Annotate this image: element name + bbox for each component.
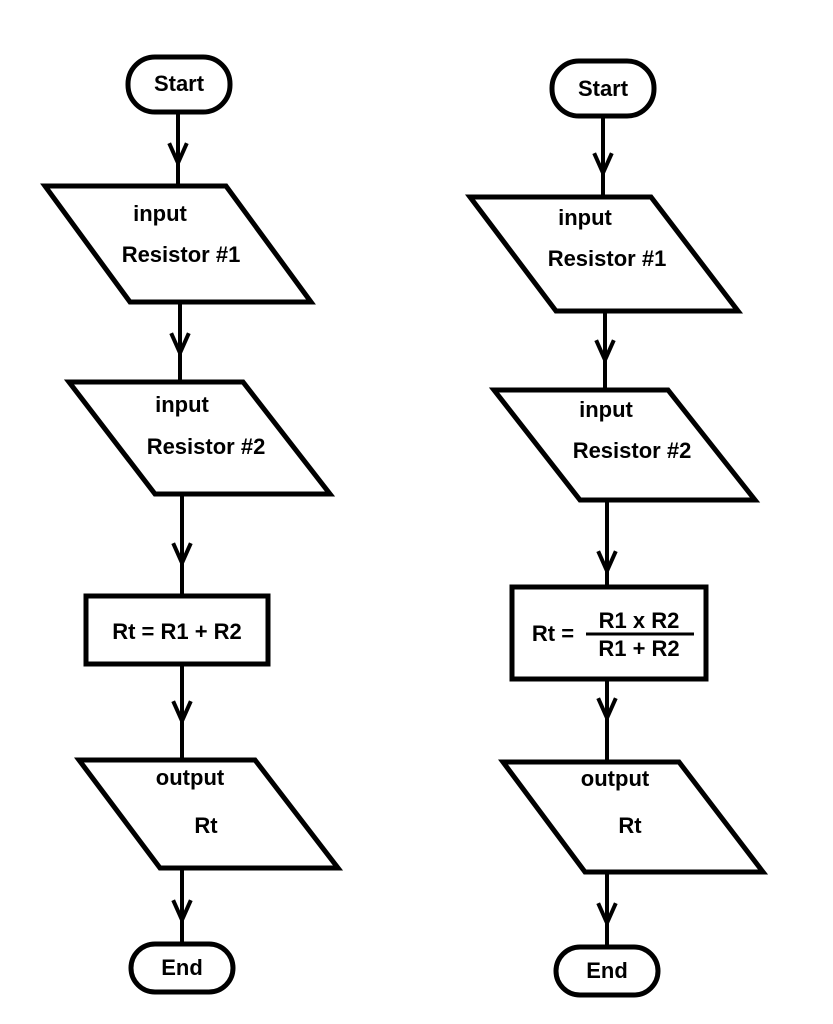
series-input1-value: Resistor #1 [122, 242, 241, 267]
series-output-shape [74, 757, 344, 871]
parallel-end-terminator: End [553, 944, 661, 998]
parallel-flowchart: Start input Resistor #1 input Resistor #… [464, 58, 769, 998]
parallel-output-shape [498, 759, 769, 875]
series-input1-block: input Resistor #1 [40, 183, 316, 305]
series-process-shape [83, 593, 271, 667]
series-arrowhead-1 [167, 142, 189, 168]
parallel-input1-block: input Resistor #1 [464, 194, 744, 314]
parallel-arrowhead-4 [596, 697, 618, 723]
series-arrowhead-4 [171, 700, 193, 726]
series-start-terminator: Start [125, 54, 233, 115]
parallel-start-shape [549, 58, 657, 119]
series-flowchart: Start input Resistor #1 input Resistor #… [40, 54, 344, 995]
parallel-connectors [592, 116, 618, 946]
parallel-arrowhead-1 [592, 152, 614, 178]
parallel-formula-denominator: R1 + R2 [598, 636, 679, 661]
series-input1-label: input [133, 201, 187, 226]
parallel-arrowhead-5 [596, 902, 618, 928]
series-input2-label: input [155, 392, 209, 417]
parallel-formula-lhs: Rt = [532, 621, 574, 646]
series-arrowhead-2 [169, 332, 191, 358]
series-start-text: Start [154, 71, 205, 96]
parallel-input1-label: input [558, 205, 612, 230]
series-formula: Rt = R1 + R2 [112, 619, 242, 644]
parallel-input1-value: Resistor #1 [548, 246, 667, 271]
series-output-block: output Rt [74, 757, 344, 871]
parallel-input2-shape [488, 387, 761, 503]
parallel-output-value: Rt [618, 813, 642, 838]
series-end-text: End [161, 955, 203, 980]
series-start-shape [125, 54, 233, 115]
series-input2-value: Resistor #2 [147, 434, 266, 459]
parallel-input1-shape [464, 194, 744, 314]
parallel-process-block: Rt = R1 x R2 R1 + R2 [509, 584, 709, 682]
parallel-end-shape [553, 944, 661, 998]
series-arrowhead-3 [171, 542, 193, 568]
series-input2-block: input Resistor #2 [63, 379, 336, 497]
parallel-output-label: output [581, 766, 650, 791]
parallel-end-text: End [586, 958, 628, 983]
parallel-input2-block: input Resistor #2 [488, 387, 761, 503]
parallel-arrowhead-3 [596, 550, 618, 576]
series-output-value: Rt [194, 813, 218, 838]
series-input1-shape [40, 183, 316, 305]
parallel-start-terminator: Start [549, 58, 657, 119]
series-output-label: output [156, 765, 225, 790]
parallel-input2-label: input [579, 397, 633, 422]
parallel-start-text: Start [578, 76, 629, 101]
series-connectors [167, 112, 193, 943]
parallel-input2-value: Resistor #2 [573, 438, 692, 463]
series-end-shape [128, 941, 236, 995]
series-process-block: Rt = R1 + R2 [83, 593, 271, 667]
series-end-terminator: End [128, 941, 236, 995]
parallel-output-block: output Rt [498, 759, 769, 875]
series-arrowhead-5 [171, 899, 193, 925]
series-input2-shape [63, 379, 336, 497]
parallel-arrowhead-2 [594, 339, 616, 365]
parallel-formula-numerator: R1 x R2 [599, 608, 680, 633]
